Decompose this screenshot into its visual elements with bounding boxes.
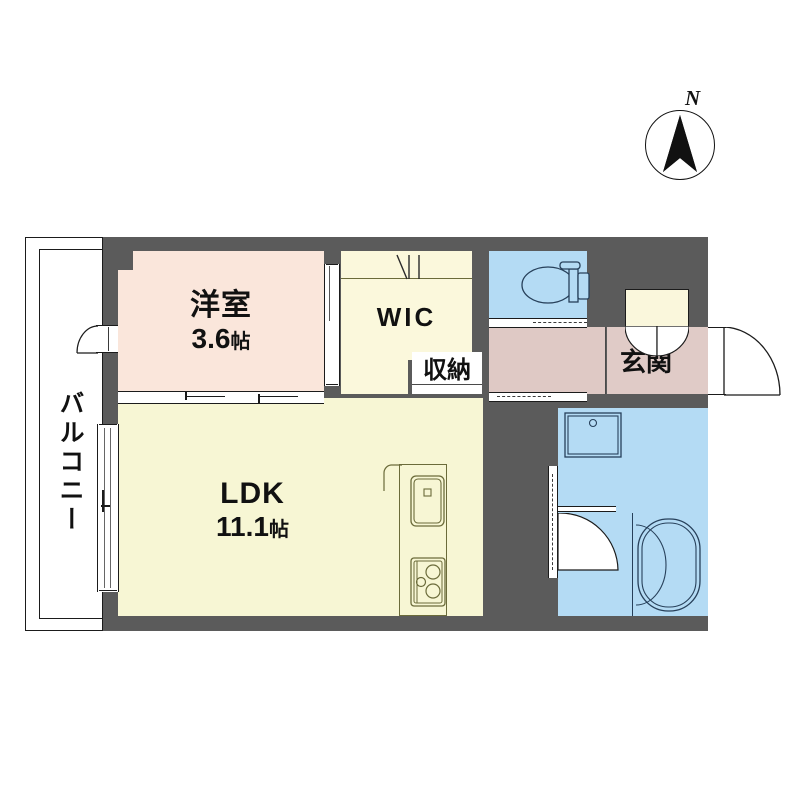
room-ldk [118, 398, 383, 616]
balcony-door-track-1 [104, 428, 106, 588]
room-bedroom [118, 270, 324, 393]
entry-door-threshold[interactable] [708, 327, 726, 395]
compass-rose: N [645, 86, 717, 182]
bedroom-area: 3.6帖 [191, 323, 251, 355]
balcony-door-sill [99, 590, 117, 592]
washroom-door-icon[interactable] [548, 466, 558, 578]
ldk-area: 11.1帖 [216, 511, 289, 543]
bath-door-swing-icon[interactable] [558, 513, 620, 573]
balcony-sliding-glass-door-icon[interactable] [97, 424, 119, 592]
closet-label: 収納 [423, 357, 471, 384]
balcony-door-head [99, 424, 117, 426]
shoe-closet-icon [625, 289, 689, 327]
wic-door-cap-bottom [326, 384, 338, 386]
balcony-door-track-2 [110, 428, 112, 588]
toilet-icon [521, 261, 590, 304]
balcony-inner [39, 249, 103, 619]
ldk-name: LDK [220, 477, 285, 510]
corridor-entrance-divider [605, 327, 607, 394]
sliding-door-mullion-2 [258, 394, 260, 404]
bathtub-icon [635, 518, 701, 612]
bedroom-window-swing-icon [76, 325, 98, 354]
room-ldk-upper-right [383, 398, 483, 464]
wic-label: WIC [376, 302, 437, 332]
room-corridor [489, 327, 605, 394]
toilet-door-icon[interactable] [489, 318, 587, 328]
sliding-door-leaf-2 [258, 396, 298, 398]
bedroom-sliding-door-icon[interactable] [118, 391, 324, 404]
wic-door-leaf-line [329, 266, 331, 321]
room-wic-lower [341, 360, 408, 394]
bedroom-name: 洋室 [190, 289, 252, 322]
north-arrow-icon [663, 115, 697, 172]
bedroom-window-icon [96, 325, 118, 353]
ldk-entry-door-dashed-track [497, 396, 551, 397]
vanity-sink-icon [564, 412, 622, 458]
room-wic [341, 251, 472, 360]
closet-door-line [412, 384, 482, 386]
bedroom-label: 洋室 3.6帖 [118, 289, 324, 355]
wic-sliding-door-icon[interactable] [324, 264, 340, 386]
balcony-label: バルコニー [56, 390, 84, 535]
ldk-label: LDK 11.1帖 [140, 477, 365, 543]
kitchen-sink-icon [410, 475, 445, 527]
bathroom-threshold [558, 506, 616, 512]
balcony-door-handle [101, 505, 110, 507]
room-bedroom-notch [133, 251, 324, 274]
kitchen-counter-corner [383, 464, 402, 491]
sliding-door-mullion-1 [185, 391, 187, 400]
entry-door-swing-icon[interactable] [722, 327, 782, 397]
washroom-door-dashed-track [552, 474, 553, 570]
sliding-door-leaf-1 [185, 396, 225, 398]
compass-north-label: N [685, 86, 701, 110]
bathtub-partition [632, 513, 634, 616]
hanger-marks-icon [396, 254, 420, 280]
shoe-closet-doors-icon [625, 326, 689, 356]
room-closet [412, 352, 482, 394]
balcony-door-meeting-stile [102, 490, 104, 512]
cooktop-burner-icon [410, 557, 446, 607]
wic-door-cap-top [326, 264, 338, 266]
ldk-entry-door-icon[interactable] [489, 392, 587, 402]
toilet-door-dashed-track [533, 322, 587, 323]
bedroom-window-mullion [108, 327, 110, 351]
